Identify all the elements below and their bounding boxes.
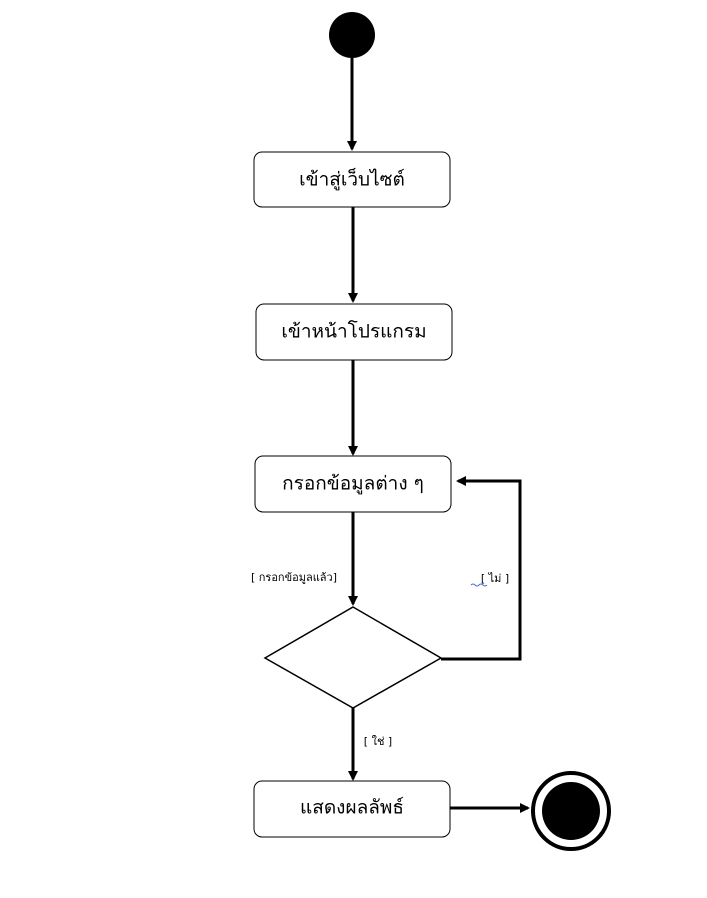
final-node xyxy=(531,771,611,851)
action-enter-site: เข้าสู่เว็บไซต์ xyxy=(253,151,451,208)
action-fill-info: กรอกข้อมูลต่าง ๆ xyxy=(254,455,452,513)
action-open-program-label: เข้าหน้าโปรแกรม xyxy=(281,320,426,343)
guard-yes-label: [ ใช่ ] xyxy=(364,735,392,748)
spellcheck-squiggle xyxy=(470,583,488,587)
action-show-result-label: แสดงผลลัพธ์ xyxy=(300,797,404,819)
action-show-result: แสดงผลลัพธ์ xyxy=(253,780,451,838)
action-fill-info-label: กรอกข้อมูลต่าง ๆ xyxy=(282,473,424,495)
guard-no-label: [ ไม่ ] xyxy=(481,572,509,585)
initial-node xyxy=(329,12,375,58)
action-enter-site-label: เข้าสู่เว็บไซต์ xyxy=(299,167,405,191)
action-open-program: เข้าหน้าโปรแกรม xyxy=(255,303,453,361)
guard-filled-label: [ กรอกข้อมูลแล้ว] xyxy=(251,571,337,584)
final-node-core xyxy=(542,782,600,840)
flow-decision-loop-back xyxy=(441,476,522,661)
decision-node xyxy=(263,606,443,709)
